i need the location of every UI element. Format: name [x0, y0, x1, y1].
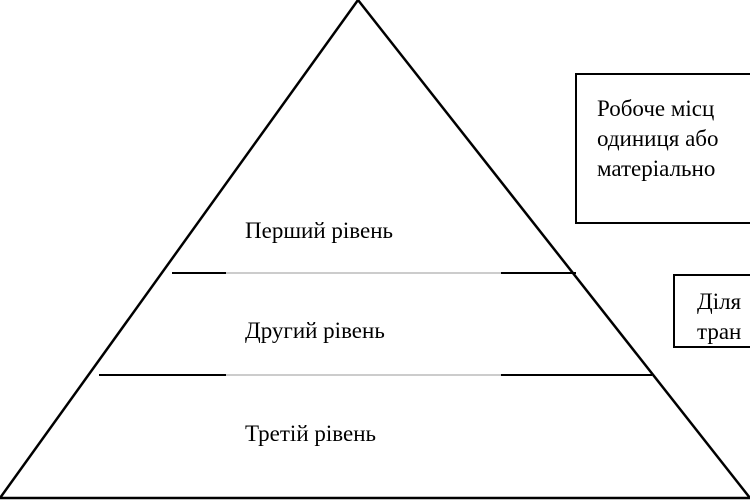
- description-1-line-3: матеріально: [597, 156, 716, 181]
- description-1-line-2: одиниця або: [597, 126, 719, 151]
- level-2-label: Другий рівень: [245, 318, 385, 343]
- description-box-1: Робоче місц одиниця або матеріально: [575, 73, 750, 224]
- level-1-label: Перший рівень: [245, 218, 394, 243]
- description-2-line-1: Діля: [697, 289, 742, 314]
- description-box-2: Діля тран: [673, 274, 750, 348]
- description-2-line-2: тран: [697, 319, 742, 344]
- description-1-line-1: Робоче місц: [597, 96, 715, 121]
- level-3-label: Третій рівень: [245, 421, 377, 446]
